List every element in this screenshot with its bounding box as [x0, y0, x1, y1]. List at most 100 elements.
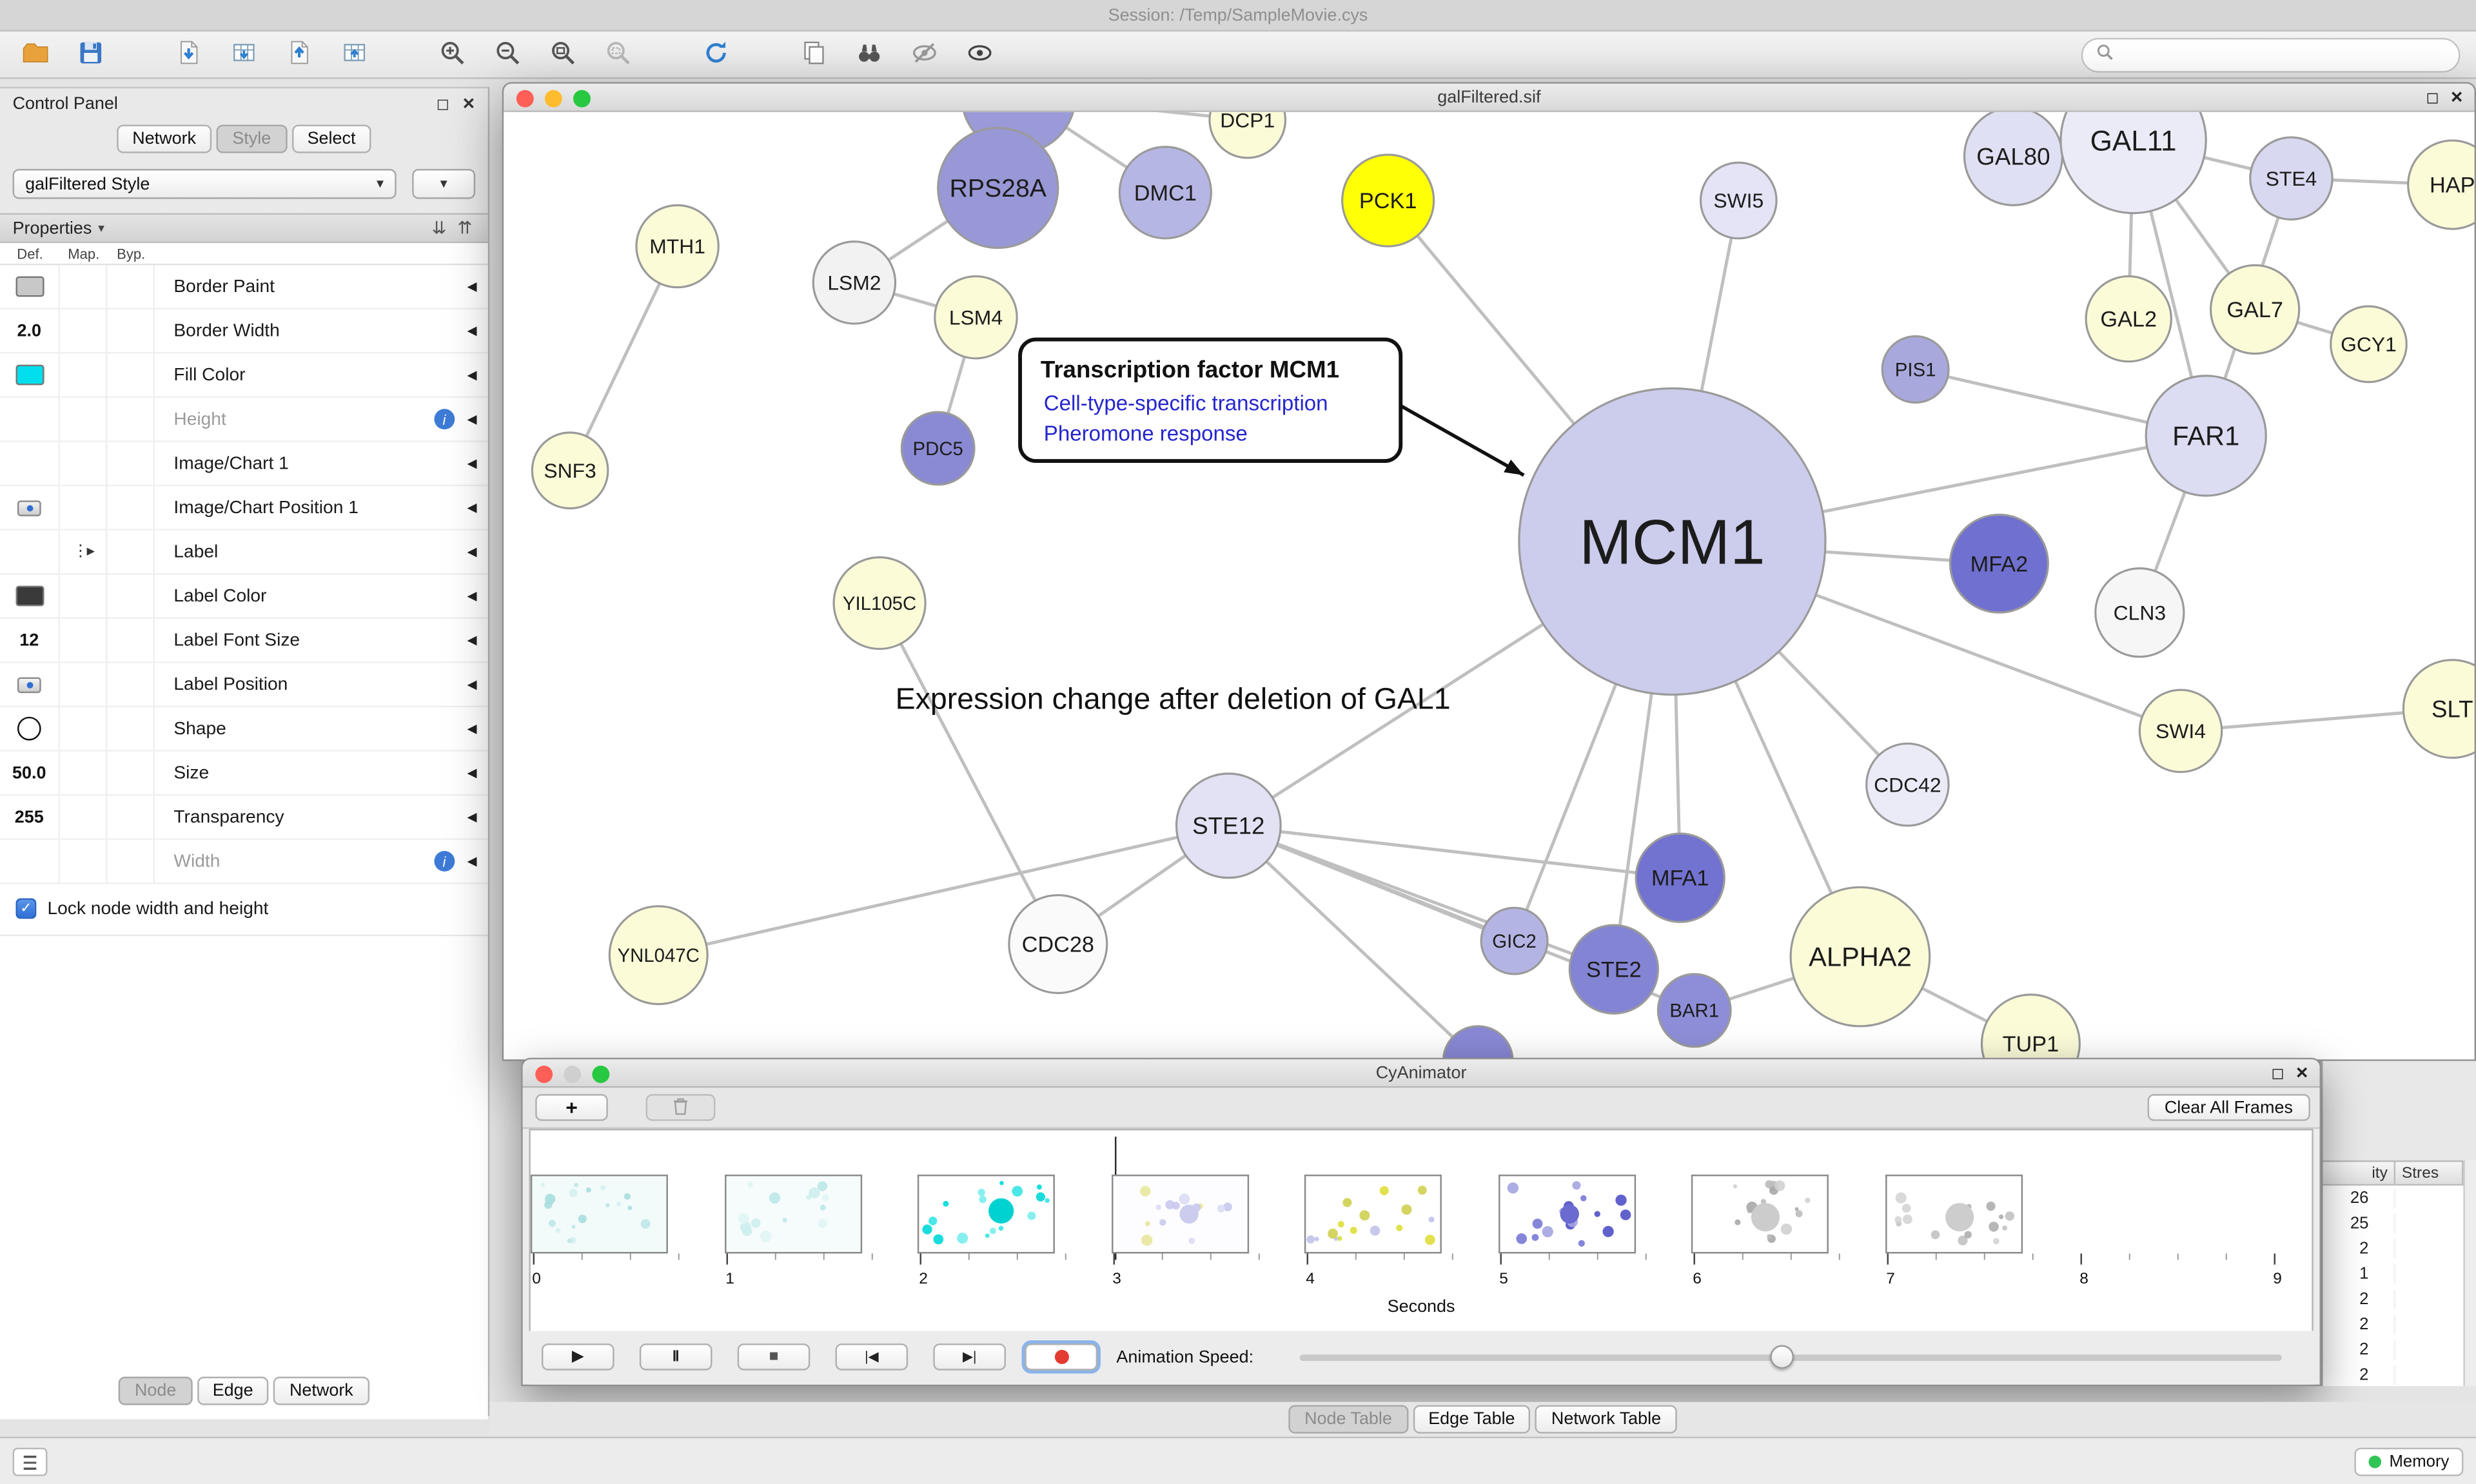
default-value-cell[interactable] [0, 353, 61, 396]
network-window-titlebar[interactable]: galFiltered.sif ◻ ✕ [504, 83, 2475, 112]
bypass-cell[interactable] [108, 486, 155, 529]
network-snapshot-button[interactable] [794, 35, 832, 73]
expand-arrow-icon[interactable]: ◀ [467, 677, 477, 692]
frame-thumbnail-0[interactable] [530, 1175, 668, 1254]
frame-thumbnail-5[interactable] [1497, 1175, 1635, 1254]
node-MFA1[interactable]: MFA1 [1635, 832, 1725, 923]
tab-style[interactable]: Style [216, 124, 287, 153]
animation-speed-slider[interactable] [1299, 1345, 2282, 1369]
node-BAR1[interactable]: BAR1 [1656, 973, 1732, 1048]
mapping-cell[interactable] [60, 796, 108, 839]
default-value-cell[interactable] [0, 839, 61, 883]
expand-arrow-icon[interactable]: ◀ [467, 765, 477, 780]
default-value-cell[interactable] [0, 442, 61, 485]
property-row-label-position[interactable]: Label Position◀ [0, 663, 488, 708]
lock-checkbox[interactable]: ✓ [15, 898, 37, 919]
default-value-cell[interactable] [0, 707, 61, 750]
minimize-window-icon[interactable] [564, 1066, 582, 1084]
tab-network-table[interactable]: Network Table [1535, 1405, 1677, 1434]
mapping-cell[interactable] [60, 751, 108, 794]
node-MTH1[interactable]: MTH1 [635, 204, 720, 289]
zoom-fit-button[interactable] [543, 35, 581, 73]
color-swatch[interactable] [15, 364, 44, 386]
record-button[interactable] [1025, 1343, 1098, 1371]
bypass-cell[interactable] [108, 265, 155, 308]
shape-circle-icon[interactable] [17, 716, 41, 741]
mapping-cell[interactable] [60, 839, 108, 883]
position-widget-icon[interactable] [17, 500, 41, 516]
bypass-cell[interactable] [108, 839, 155, 883]
expand-all-icon[interactable]: ⇈ [457, 219, 476, 239]
mapping-cell[interactable] [60, 663, 108, 706]
node-YIL105C[interactable]: YIL105C [832, 556, 927, 650]
node-PCK1[interactable]: PCK1 [1341, 153, 1435, 248]
default-value-cell[interactable]: 2.0 [0, 309, 61, 353]
mapping-cell[interactable] [60, 574, 108, 618]
annotation-link[interactable]: Cell-type-specific transcription [1044, 392, 1328, 416]
import-table-file-button[interactable] [224, 35, 262, 73]
expand-arrow-icon[interactable]: ◀ [467, 412, 477, 427]
open-session-button[interactable] [15, 35, 54, 73]
table-scrollbar[interactable] [2463, 1160, 2476, 1387]
float-window-icon[interactable]: ◻ [2426, 89, 2439, 107]
mapping-cell[interactable] [60, 707, 108, 750]
node-TUP1[interactable]: TUP1 [1980, 993, 2081, 1060]
bypass-cell[interactable] [108, 663, 155, 706]
frame-thumbnail-1[interactable] [723, 1175, 861, 1254]
node-PIS1[interactable]: PIS1 [1881, 335, 1950, 404]
clear-all-frames-button[interactable]: Clear All Frames [2147, 1094, 2310, 1121]
node-DMC1[interactable]: DMC1 [1118, 146, 1212, 240]
step-back-button[interactable]: |◀ [835, 1343, 909, 1371]
node-FAR1[interactable]: FAR1 [2145, 375, 2267, 497]
expand-arrow-icon[interactable]: ◀ [467, 810, 477, 825]
bypass-cell[interactable] [108, 619, 155, 662]
property-row-image-chart-1[interactable]: Image/Chart 1◀ [0, 442, 488, 487]
node-LSM2[interactable]: LSM2 [812, 240, 897, 325]
slider-handle[interactable] [1769, 1345, 1794, 1369]
node-GAL11[interactable]: GAL11 [2059, 112, 2207, 215]
expand-arrow-icon[interactable]: ◀ [467, 721, 477, 736]
tab-node[interactable]: Node [119, 1376, 192, 1405]
default-value-cell[interactable] [0, 530, 61, 573]
default-value-cell[interactable] [0, 265, 61, 308]
tab-select[interactable]: Select [291, 124, 371, 153]
float-panel-icon[interactable]: ◻ [436, 95, 450, 113]
property-row-image-chart-position-1[interactable]: Image/Chart Position 1◀ [0, 486, 488, 531]
property-row-border-paint[interactable]: Border Paint◀ [0, 265, 488, 310]
import-network-file-button[interactable] [169, 35, 207, 73]
node-STE4[interactable]: STE4 [2249, 136, 2334, 221]
frame-thumbnail-3[interactable] [1110, 1175, 1248, 1254]
node-LSM4[interactable]: LSM4 [934, 275, 1018, 360]
node-CLN3[interactable]: CLN3 [2094, 567, 2185, 658]
expand-arrow-icon[interactable]: ◀ [467, 456, 477, 471]
network-canvas[interactable]: Expression change after deletion of GAL1… [504, 112, 2475, 1060]
node-SLT[interactable]: SLT [2402, 659, 2475, 759]
node-GAL7[interactable]: GAL7 [2209, 264, 2301, 355]
node-MCM1[interactable]: MCM1 [1518, 387, 1827, 696]
step-forward-button[interactable]: ▶| [933, 1343, 1007, 1371]
node-YNL047C[interactable]: YNL047C [608, 905, 709, 1006]
close-panel-icon[interactable]: ✕ [462, 95, 476, 113]
default-value-cell[interactable] [0, 574, 61, 618]
expand-arrow-icon[interactable]: ◀ [467, 589, 477, 603]
bypass-cell[interactable] [108, 796, 155, 839]
tab-edge[interactable]: Edge [197, 1376, 270, 1405]
annotation-link[interactable]: Pheromone response [1044, 422, 1248, 445]
mapping-cell[interactable] [60, 353, 108, 396]
tab-network[interactable]: Network [273, 1376, 369, 1405]
property-row-label[interactable]: ⋮▸Label◀ [0, 530, 488, 575]
expand-arrow-icon[interactable]: ◀ [467, 367, 477, 382]
bypass-cell[interactable] [108, 707, 155, 750]
expand-arrow-icon[interactable]: ◀ [467, 279, 477, 294]
default-value-cell[interactable]: 255 [0, 796, 61, 839]
color-swatch[interactable] [15, 276, 44, 297]
close-window-x-icon[interactable]: ✕ [2295, 1064, 2309, 1082]
properties-header[interactable]: Properties ▾ ⇊ ⇈ [0, 213, 488, 244]
node-PDC5[interactable]: PDC5 [900, 411, 976, 486]
export-network-file-button[interactable] [279, 35, 317, 73]
node-GAL2[interactable]: GAL2 [2085, 275, 2172, 363]
mapping-cell[interactable]: ⋮▸ [60, 530, 108, 573]
